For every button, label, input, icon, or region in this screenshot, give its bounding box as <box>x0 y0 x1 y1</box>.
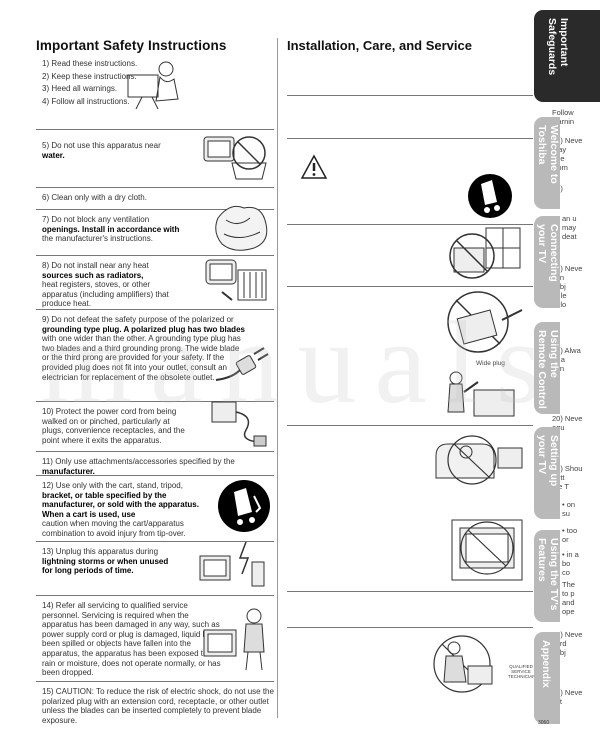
divider <box>287 95 533 96</box>
tab-appendix[interactable]: Appendix <box>534 632 560 724</box>
instruction-text: 15) CAUTION: To reduce the risk of elect… <box>42 687 274 725</box>
instruction-item-11: 11) Only use attachments/accessories spe… <box>36 451 274 476</box>
instruction-bold: lightning storms or when unused for long… <box>42 556 169 576</box>
polarized-plug-illustration <box>215 347 269 381</box>
tab-connecting-your-tv[interactable]: Connecting your TV <box>534 216 560 308</box>
clipped-text: • on su <box>562 500 576 518</box>
column-divider <box>277 38 278 718</box>
instruction-line: 1) Read these instructions. <box>42 59 138 68</box>
instruction-line: 3) Heed all warnings. <box>42 84 118 94</box>
service-person-illustration <box>203 608 265 671</box>
clipped-text: • too or <box>562 526 578 544</box>
tab-label: Important Safeguards <box>546 18 570 76</box>
tab-using-tv-features[interactable]: Using the TV's Features <box>534 530 560 622</box>
tab-label: Using the TV's Features <box>536 538 560 611</box>
person-couch-tv-illustration <box>435 435 523 485</box>
instruction-item-9: 9) Do not defeat the safety purpose of t… <box>36 309 274 401</box>
warning-triangle-icon <box>300 154 328 179</box>
tv-cabinet-illustration <box>451 519 523 581</box>
cart-warning-icon <box>468 174 512 218</box>
instruction-item-10: 10) Protect the power cord from being wa… <box>36 401 274 451</box>
tab-welcome-to-toshiba[interactable]: Welcome to Toshiba <box>534 117 560 209</box>
instruction-line: 4) Follow all instructions. <box>42 96 130 106</box>
clipped-text: an u may deat <box>562 214 577 241</box>
water-hazard-illustration <box>203 136 267 180</box>
instruction-item-12: 12) Use only with the cart, stand, tripo… <box>36 475 274 541</box>
tab-setting-up-your-tv[interactable]: Setting up your TV <box>534 427 560 519</box>
instruction-text: 13) Unplug this apparatus during <box>42 547 159 556</box>
instruction-item-6: 6) Clean only with a dry cloth. <box>36 187 274 209</box>
divider <box>287 425 533 426</box>
instruction-bold: sources such as radiators, <box>42 270 144 280</box>
tab-label: Setting up your TV <box>536 435 560 487</box>
divider <box>287 138 533 139</box>
tv-sunlight-illustration <box>449 227 521 279</box>
instruction-item-1-4: 1) Read these instructions. 2) Keep thes… <box>36 59 274 129</box>
instruction-item-7: 7) Do not block any ventilation openings… <box>36 205 274 255</box>
instruction-text: 7) Do not block any ventilation <box>42 215 150 224</box>
instruction-item-14: 14) Refer all servicing to qualified ser… <box>36 595 274 681</box>
instruction-text: 6) Clean only with a dry cloth. <box>42 193 147 202</box>
safety-instructions-column: Important Safety Instructions 1) Read th… <box>36 38 274 729</box>
tab-label: Connecting your TV <box>536 224 560 282</box>
tab-using-remote-control[interactable]: Using the Remote Control <box>534 322 560 414</box>
section-title: Installation, Care, and Service <box>287 38 472 53</box>
instruction-text: 9) Do not defeat the safety purpose of t… <box>42 315 234 324</box>
cart-tipover-warning-icon <box>218 480 270 532</box>
lightning-storm-illustration <box>199 541 265 587</box>
heater-illustration <box>205 259 267 301</box>
instruction-bold: manufacturer. <box>42 466 95 476</box>
reading-man-illustration <box>127 61 179 110</box>
instruction-item-13: 13) Unplug this apparatus during lightni… <box>36 541 274 595</box>
instruction-bold: water. <box>42 150 65 160</box>
ventilation-blanket-illustration <box>215 205 268 251</box>
service-technician-label: QUALIFIED SERVICE TECHNICIAN <box>508 664 536 679</box>
instruction-text: with one wider than the other. A groundi… <box>42 334 241 382</box>
instruction-text: 11) Only use attachments/accessories spe… <box>42 457 235 466</box>
clipped-text: • in a bo co <box>562 550 579 577</box>
instruction-text: 12) Use only with the cart, stand, tripo… <box>42 481 183 490</box>
divider <box>287 591 533 592</box>
instruction-bold: openings. Install in accordance with <box>42 224 180 234</box>
instruction-bold: bracket, or table specified by the manuf… <box>42 490 199 519</box>
divider <box>287 224 533 225</box>
clipped-text: Follow warnin <box>552 108 575 126</box>
technician-illustration <box>433 635 493 693</box>
instruction-bold: grounding type plug. A polarized plug ha… <box>42 324 245 334</box>
instruction-text: caution when moving the cart/apparatus c… <box>42 519 186 538</box>
instruction-text: heat registers, stoves, or other apparat… <box>42 280 169 309</box>
tab-important-safeguards[interactable]: Important Safeguards <box>534 10 600 102</box>
instruction-text: the manufacturer's instructions. <box>42 234 153 244</box>
instruction-text: 5) Do not use this apparatus near <box>42 141 161 150</box>
page-code: 3060 <box>538 720 550 726</box>
tab-label: Using the Remote Control <box>536 330 560 409</box>
instruction-line: 2) Keep these instructions. <box>42 71 137 81</box>
instruction-text: 10) Protect the power cord from being wa… <box>42 407 185 445</box>
divider <box>287 627 533 628</box>
divider <box>287 286 533 287</box>
wide-plug-illustration <box>447 371 515 417</box>
installation-column: Installation, Care, and Service <box>287 38 533 53</box>
tab-label: Welcome to Toshiba <box>536 125 560 184</box>
clipped-text: The to p and ope <box>562 580 575 616</box>
tab-label: Appendix <box>540 640 552 688</box>
instruction-item-5: 5) Do not use this apparatus near water. <box>36 129 274 187</box>
instruction-text: 14) Refer all servicing to qualified ser… <box>42 601 221 678</box>
instruction-item-15: 15) CAUTION: To reduce the risk of elect… <box>36 681 274 729</box>
instruction-item-8: 8) Do not install near any heat sources … <box>36 255 274 309</box>
wide-plug-label: Wide plug <box>476 360 505 367</box>
tv-tilted-illustration <box>447 291 523 353</box>
power-cord-illustration <box>211 401 267 447</box>
section-title: Important Safety Instructions <box>36 38 227 53</box>
instruction-text: 8) Do not install near any heat <box>42 261 149 270</box>
